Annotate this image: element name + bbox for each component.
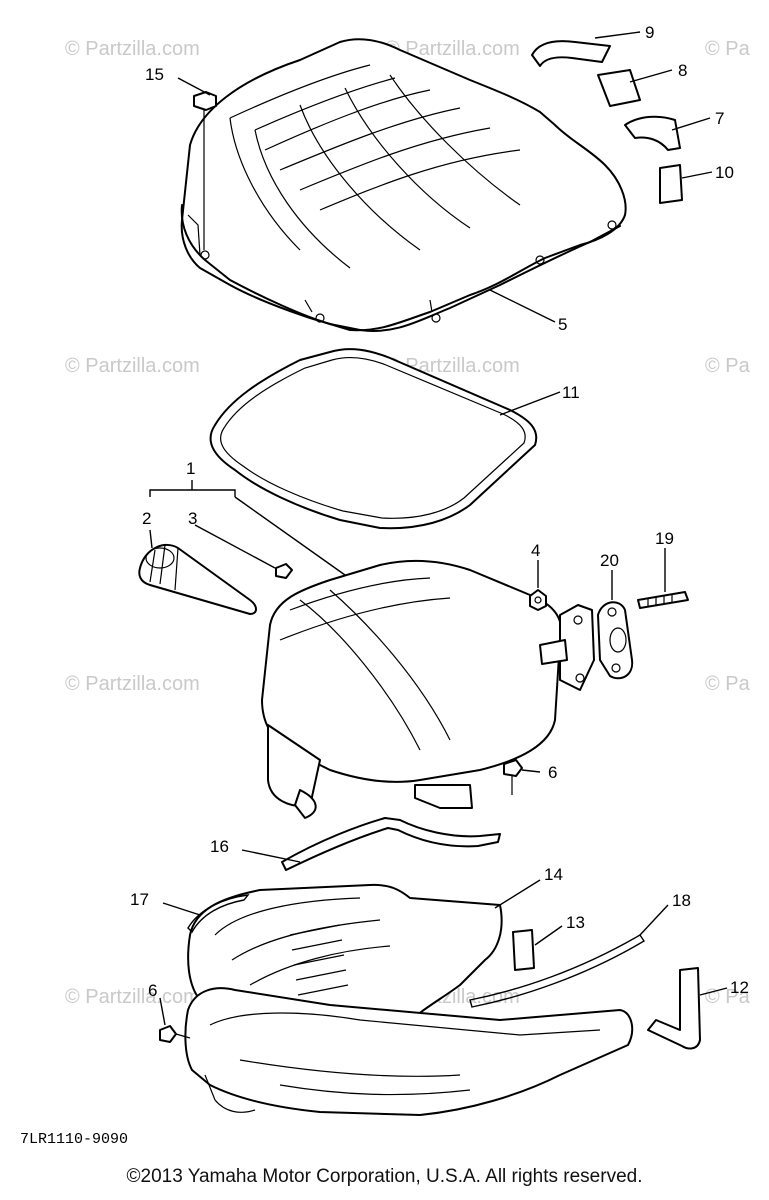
part-18-seal: [469, 934, 645, 1008]
part-2-duct: [138, 543, 257, 615]
callout-6: 6: [548, 763, 557, 782]
watermark: © Partzilla.com: [65, 38, 200, 60]
part-10-pad: [659, 164, 683, 204]
watermark: © Partzilla.com: [65, 673, 200, 695]
diagram-code: 7LR1110-9090: [20, 1131, 128, 1148]
callout-20: 20: [600, 551, 619, 570]
part-12-pad: [647, 967, 701, 1050]
part-7-pad: [624, 115, 681, 151]
watermark: © Pa: [705, 355, 751, 377]
watermark: © Partzilla.com: [385, 38, 520, 60]
callout-18: 18: [672, 891, 691, 910]
callout-1: 1: [186, 459, 195, 478]
callout-14: 14: [544, 865, 563, 884]
part-13-pad: [512, 929, 535, 971]
watermark: © Partzilla.com: [65, 355, 200, 377]
callout-9: 9: [645, 23, 654, 42]
callout-8: 8: [678, 61, 687, 80]
part-19-stud: [637, 591, 689, 609]
part-6-bolt-lower: [159, 1025, 191, 1043]
callout-10: 10: [715, 163, 734, 182]
callout-13: 13: [566, 913, 585, 932]
callout-15: 15: [145, 65, 164, 84]
part-5-upper-cover: [180, 38, 627, 332]
callout-4: 4: [531, 541, 540, 560]
part-9-pad: [531, 40, 611, 67]
part-6-bolt-upper: [503, 759, 523, 795]
callout-17: 17: [130, 890, 149, 909]
callout-3: 3: [188, 509, 197, 528]
callout-7: 7: [715, 109, 724, 128]
callout-16: 16: [210, 837, 229, 856]
callout-5: 5: [558, 315, 567, 334]
callout-6: 6: [148, 981, 157, 1000]
part-1-housing: [261, 559, 595, 819]
leader-lines: [149, 31, 728, 1026]
callout-19: 19: [655, 529, 674, 548]
part-17-seal: [187, 894, 250, 934]
lower-tray: [184, 987, 634, 1116]
callouts: 9 8 7 10 15 5 11 1 2 3 4 20 19 6 16 17 1…: [130, 23, 749, 1000]
copyright-notice: ©2013 Yamaha Motor Corporation, U.S.A. A…: [126, 1166, 643, 1187]
callout-12: 12: [730, 978, 749, 997]
part-20-gasket: [597, 601, 634, 680]
part-3-screw: [275, 563, 293, 579]
watermark: © Pa: [705, 986, 751, 1008]
small-pads: [531, 40, 683, 204]
callout-2: 2: [142, 509, 151, 528]
watermark: © Pa: [705, 38, 751, 60]
part-4-nut: [529, 589, 547, 611]
part-16-seal: [281, 817, 501, 871]
part-8-pad: [597, 69, 641, 107]
watermark: © Partzilla.com: [65, 986, 200, 1008]
callout-11: 11: [562, 383, 580, 402]
watermark: © Pa: [705, 673, 751, 695]
part-11-element: [209, 348, 538, 530]
part-15-bolt: [193, 91, 217, 250]
